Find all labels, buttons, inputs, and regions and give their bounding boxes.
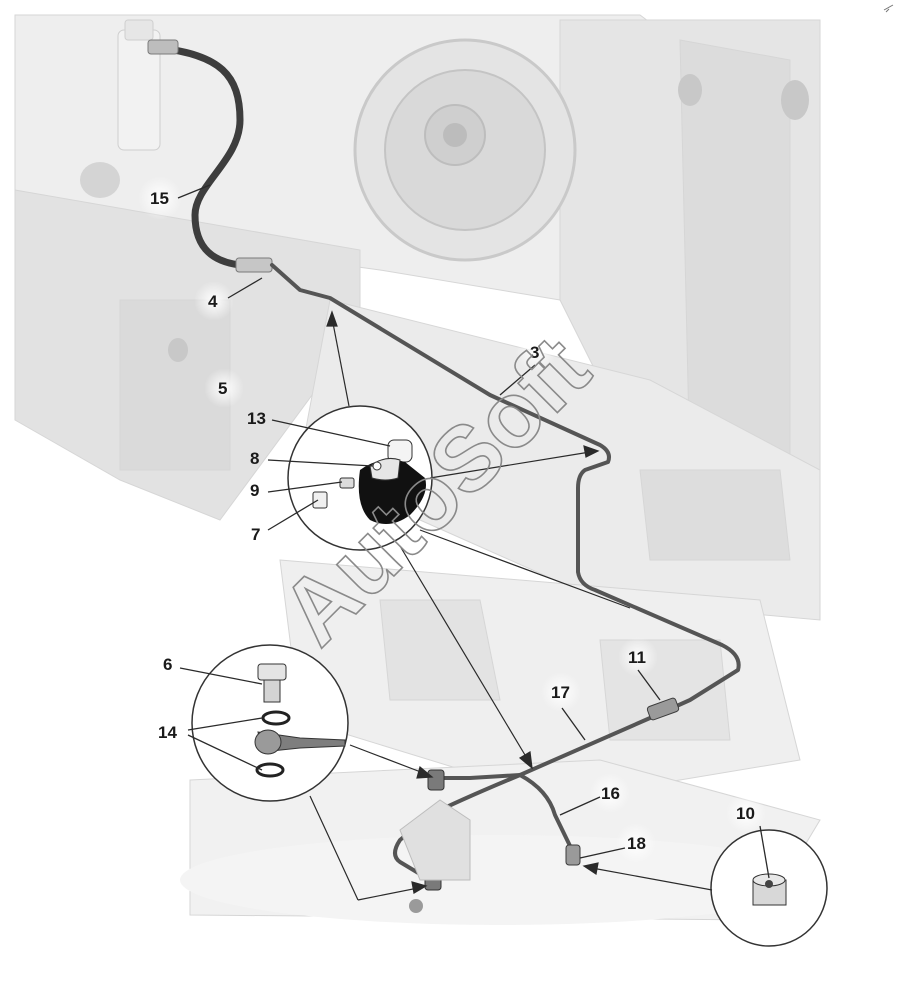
callout-10: 10 — [736, 804, 755, 823]
callout-16: 16 — [601, 784, 620, 803]
callout-3: 3 — [530, 343, 539, 362]
flywheel — [353, 38, 577, 262]
callout-6: 6 — [163, 655, 172, 674]
callout-8: 8 — [250, 449, 259, 468]
banjo-bolt-detail — [191, 644, 349, 802]
label-glows — [138, 176, 766, 863]
callout-11: 11 — [628, 648, 646, 667]
leader-lines — [177, 184, 770, 879]
detail-arrows — [309, 310, 713, 901]
callout-5: 5 — [218, 379, 227, 398]
drain-plug-detail — [710, 829, 828, 947]
base-plate — [180, 835, 820, 925]
pipe-fittings — [399, 697, 680, 913]
callout-18: 18 — [627, 834, 646, 853]
hydraulic-cylinder — [117, 19, 161, 151]
flexible-hose — [147, 39, 273, 273]
callout-15: 15 — [150, 189, 169, 208]
callout-14: 14 — [158, 723, 177, 742]
frame-holes — [80, 74, 809, 362]
callout-17: 17 — [551, 683, 570, 702]
callout-labels: 15 4 3 5 13 8 9 7 6 14 11 17 16 18 10 — [150, 189, 755, 853]
callout-9: 9 — [250, 481, 259, 500]
corner-mark — [883, 4, 894, 13]
callout-13: 13 — [247, 409, 266, 428]
callout-7: 7 — [251, 525, 260, 544]
callout-4: 4 — [208, 292, 218, 311]
